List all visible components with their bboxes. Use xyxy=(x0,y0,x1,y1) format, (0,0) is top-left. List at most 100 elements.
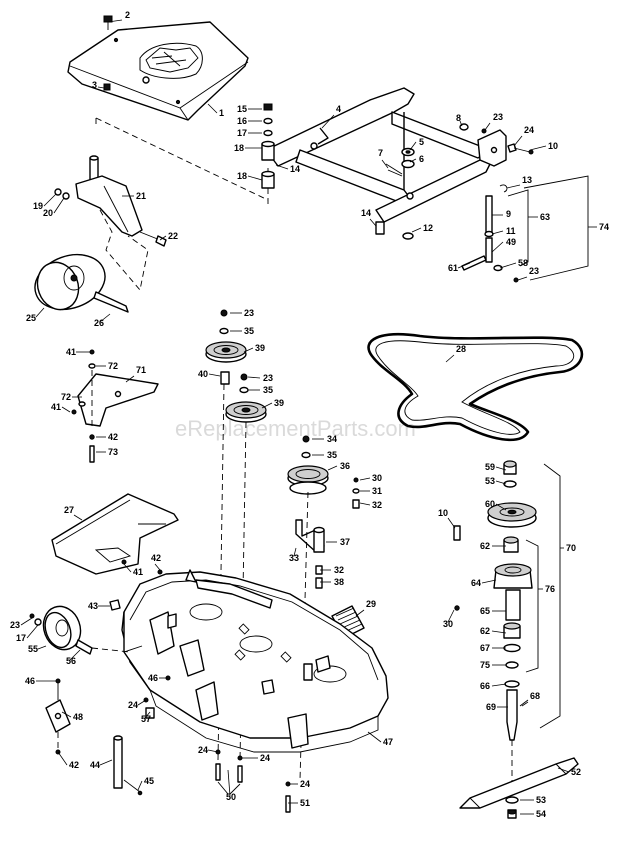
callout-label: 22 xyxy=(168,231,178,241)
callout-label: 10 xyxy=(548,141,558,151)
callout-label: 32 xyxy=(372,500,382,510)
leader-line xyxy=(293,547,297,557)
callout-label: 73 xyxy=(108,447,118,457)
callout-c75: 75 xyxy=(480,660,506,670)
hitch-frame xyxy=(265,87,507,223)
leader-line xyxy=(445,354,455,363)
leader-line xyxy=(53,197,65,214)
leader-line xyxy=(20,617,33,626)
callout-c3: 3 xyxy=(92,80,105,90)
callout-label: 24 xyxy=(260,753,270,763)
callout-c24a: 24 xyxy=(513,125,534,147)
leader-line xyxy=(517,276,528,281)
callout-label: 34 xyxy=(327,434,337,444)
leader-line xyxy=(69,649,81,661)
idler-pulley-lower xyxy=(225,373,267,423)
callout-c53b: 53 xyxy=(520,795,546,805)
callout-c18b: 18 xyxy=(237,171,263,181)
caster-arm xyxy=(54,155,167,247)
callout-label: 23 xyxy=(244,308,254,318)
callout-label: 35 xyxy=(263,385,273,395)
callout-c62b: 62 xyxy=(480,626,507,636)
callout-c58: 58 xyxy=(499,258,528,269)
leader-line xyxy=(35,307,45,318)
leader-line xyxy=(227,769,231,797)
callout-c11: 11 xyxy=(491,226,516,236)
callout-c56: 56 xyxy=(66,649,81,666)
callout-label: 48 xyxy=(73,712,83,722)
callout-label: 27 xyxy=(64,505,74,515)
callout-c55: 55 xyxy=(28,644,47,654)
bracket-63 xyxy=(507,189,529,267)
leader-line xyxy=(247,376,261,379)
leader-line xyxy=(26,624,39,639)
callout-c17b: 17 xyxy=(16,624,39,643)
callout-label: 11 xyxy=(506,226,516,236)
callout-label: 1 xyxy=(219,108,224,118)
watermark-text: eReplacementParts.com xyxy=(175,416,416,441)
callout-label: 76 xyxy=(545,584,555,594)
leader-line xyxy=(491,230,504,235)
leader-line xyxy=(495,466,507,471)
leader-line xyxy=(409,158,417,163)
bracket-74 xyxy=(523,175,589,281)
callout-label: 36 xyxy=(340,461,350,471)
tension-pulley xyxy=(287,435,329,495)
callout-label: 71 xyxy=(136,365,146,375)
callout-label: 20 xyxy=(43,208,53,218)
screw-2 xyxy=(103,15,113,30)
leader-line xyxy=(159,235,167,241)
callout-c70: 70 xyxy=(560,543,576,553)
leader-line xyxy=(557,767,570,773)
callout-c16: 16 xyxy=(237,116,262,126)
bushing-stack-15-18 xyxy=(261,103,275,189)
callout-label: 42 xyxy=(69,760,79,770)
callout-c74: 74 xyxy=(588,222,609,232)
callout-c22: 22 xyxy=(159,231,178,241)
leader-line xyxy=(125,375,135,383)
callout-label: 56 xyxy=(66,656,76,666)
callout-c30a: 30 xyxy=(359,473,382,483)
callout-label: 46 xyxy=(25,676,35,686)
leader-line xyxy=(57,751,68,766)
pin-7 xyxy=(385,163,403,177)
leader-line xyxy=(243,347,254,353)
callout-c9: 9 xyxy=(492,209,511,219)
callout-c34: 34 xyxy=(312,434,337,444)
idler-pulley-upper xyxy=(205,309,247,385)
spring-hardware xyxy=(315,477,360,589)
callout-c23e: 23 xyxy=(10,617,33,630)
callout-c53a: 53 xyxy=(485,476,507,486)
leader-line xyxy=(491,241,504,253)
leader-line xyxy=(208,373,221,377)
callout-c23a: 23 xyxy=(484,112,503,131)
callout-c67: 67 xyxy=(480,643,506,653)
callout-c43: 43 xyxy=(88,601,110,611)
callout-c50: 50 xyxy=(226,769,236,802)
callout-label: 3 xyxy=(92,80,97,90)
callout-label: 39 xyxy=(274,398,284,408)
callout-label: 24 xyxy=(198,745,208,755)
height-rod-assembly xyxy=(461,184,519,283)
callout-c4: 4 xyxy=(321,104,341,129)
leader-line xyxy=(123,563,132,573)
leader-line xyxy=(37,645,47,650)
callout-c72b: 72 xyxy=(61,392,82,402)
callout-label: 7 xyxy=(378,148,383,158)
callout-label: 18 xyxy=(237,171,247,181)
callout-c7: 7 xyxy=(378,148,389,169)
callout-label: 62 xyxy=(480,626,490,636)
callout-c32b: 32 xyxy=(320,565,344,575)
caster-wheel xyxy=(34,253,106,311)
callout-label: 8 xyxy=(456,113,461,123)
callout-c63: 63 xyxy=(528,212,550,222)
callout-c64: 64 xyxy=(471,578,497,588)
callout-label: 37 xyxy=(340,537,350,547)
callout-label: 54 xyxy=(536,809,546,819)
callout-c30b: 30 xyxy=(443,609,455,629)
callout-label: 72 xyxy=(61,392,71,402)
rod-44 xyxy=(113,735,143,796)
callout-label: 12 xyxy=(423,223,433,233)
leader-line xyxy=(499,262,517,269)
